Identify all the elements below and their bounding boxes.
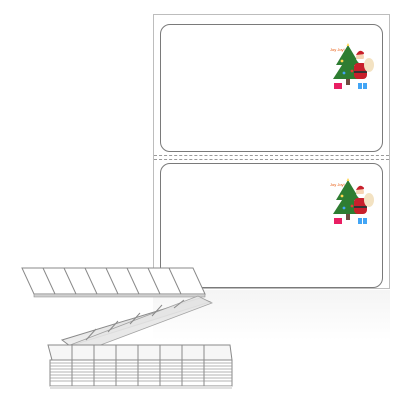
label-bottom: Joy Joy! [160, 163, 383, 288]
label-sheet: Joy Joy! Joy J [153, 14, 390, 289]
svg-text:Joy Joy!: Joy Joy! [330, 47, 345, 52]
santa-christmas-tree-graphic: Joy Joy! [330, 178, 374, 224]
santa-christmas-tree-graphic: Joy Joy! [330, 43, 374, 89]
bottom-label-stack [47, 344, 233, 389]
label-top: Joy Joy! [160, 24, 383, 152]
perforation-line-lower [154, 159, 389, 160]
perforation-line-upper [154, 155, 389, 156]
svg-text:Joy Joy!: Joy Joy! [330, 182, 345, 187]
top-fold-strip [21, 267, 206, 298]
